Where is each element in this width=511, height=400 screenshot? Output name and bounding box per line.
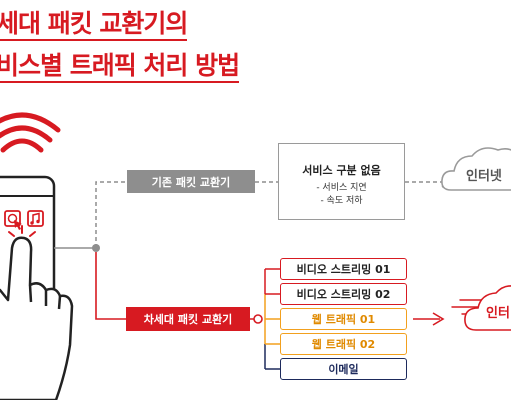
internet-cloud-label-red: 인터 [486, 306, 510, 321]
title-line-1: 세대 패킷 교환기의 [0, 4, 188, 41]
video-streaming-01-box: 비디오 스트리밍 01 [280, 258, 407, 280]
legacy-switch-label: 기존 패킷 교환기 [127, 170, 255, 193]
hand-pointer-icon [0, 236, 74, 400]
nextgen-arrowhead [432, 312, 445, 326]
no-service-title: 서비스 구분 없음 [302, 164, 381, 177]
music-app-icon [27, 210, 44, 227]
speed-drop-text: - 속도 저하 [320, 196, 363, 206]
legacy-path [95, 181, 126, 248]
web-traffic-01-box: 웹 트래픽 01 [280, 308, 407, 330]
cloud-icon-red [464, 285, 511, 331]
nextgen-switch-label: 차세대 패킷 교환기 [126, 307, 250, 331]
video-streaming-02-box: 비디오 스트리밍 02 [280, 283, 407, 305]
email-box: 이메일 [280, 358, 407, 380]
title-line-2: 비스별 트래픽 처리 방법 [0, 46, 240, 83]
internet-cloud-label: 인터넷 [466, 169, 502, 184]
service-delay-text: - 서비스 지연 [316, 183, 367, 193]
globe-app-icon [4, 210, 22, 230]
title-text-1: 세대 패킷 교환기의 [0, 9, 188, 41]
title-text-2: 비스별 트래픽 처리 방법 [0, 51, 240, 83]
nextgen-path [95, 252, 126, 320]
web-traffic-02-box: 웹 트래픽 02 [280, 333, 407, 355]
branch-node [253, 314, 263, 324]
service-branch-tree [250, 268, 280, 370]
wifi-icon [0, 112, 61, 153]
cloud-icon [441, 147, 511, 191]
no-service-distinction-box: 서비스 구분 없음 - 서비스 지연 - 속도 저하 [278, 143, 405, 220]
tap-indicator [8, 225, 36, 237]
